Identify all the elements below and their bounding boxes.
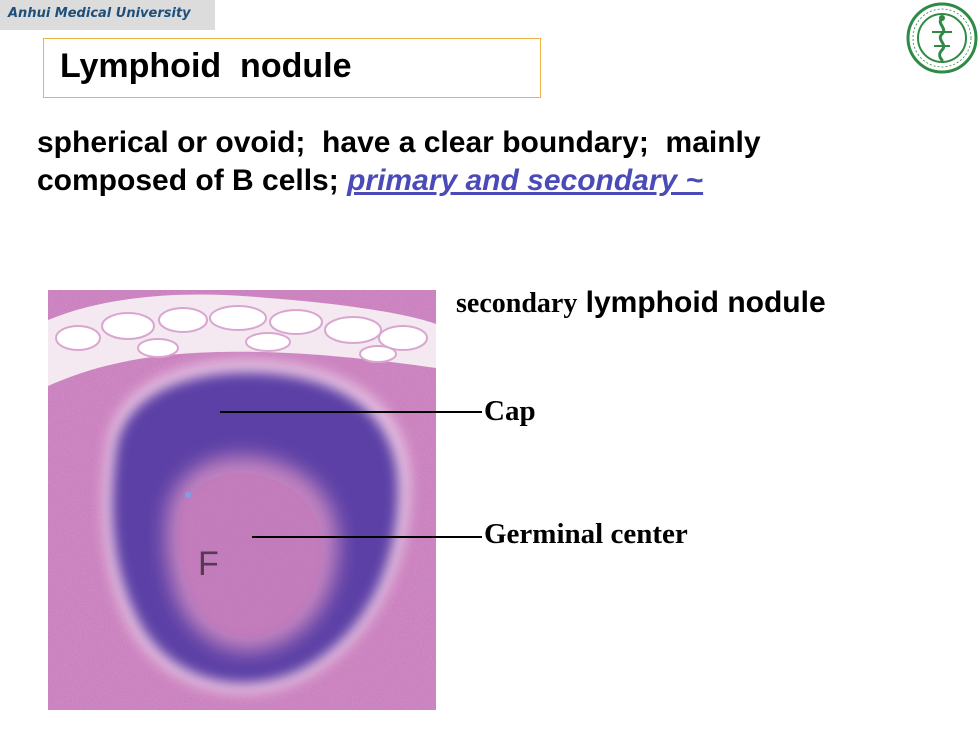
figure-heading: secondary lymphoid nodule [456,286,826,320]
lymphoid-nodule-micrograph: F [48,290,436,710]
university-name: Anhui Medical University [8,6,191,21]
cap-leader-line [220,411,482,413]
germinal-center-leader-line [252,536,482,538]
description-line-1: spherical or ovoid; have a clear boundar… [37,126,761,159]
figure-heading-serif: secondary [456,288,578,319]
title-box: Lymphoid nodule [43,38,541,98]
figure-heading-sans: lymphoid nodule [577,286,826,319]
description-line-2-text: composed of B cells; [37,164,348,197]
primary-secondary-link[interactable]: primary and secondary ~ [347,164,704,197]
cap-label: Cap [484,395,536,427]
page-title: Lymphoid nodule [60,47,352,85]
germinal-center-label: Germinal center [484,518,688,550]
university-tab: Anhui Medical University [0,0,215,30]
university-seal-icon [906,2,978,74]
micrograph-label-f: F [198,545,219,583]
description-line-2: composed of B cells; primary and seconda… [37,162,972,200]
description: spherical or ovoid; have a clear boundar… [37,124,972,200]
